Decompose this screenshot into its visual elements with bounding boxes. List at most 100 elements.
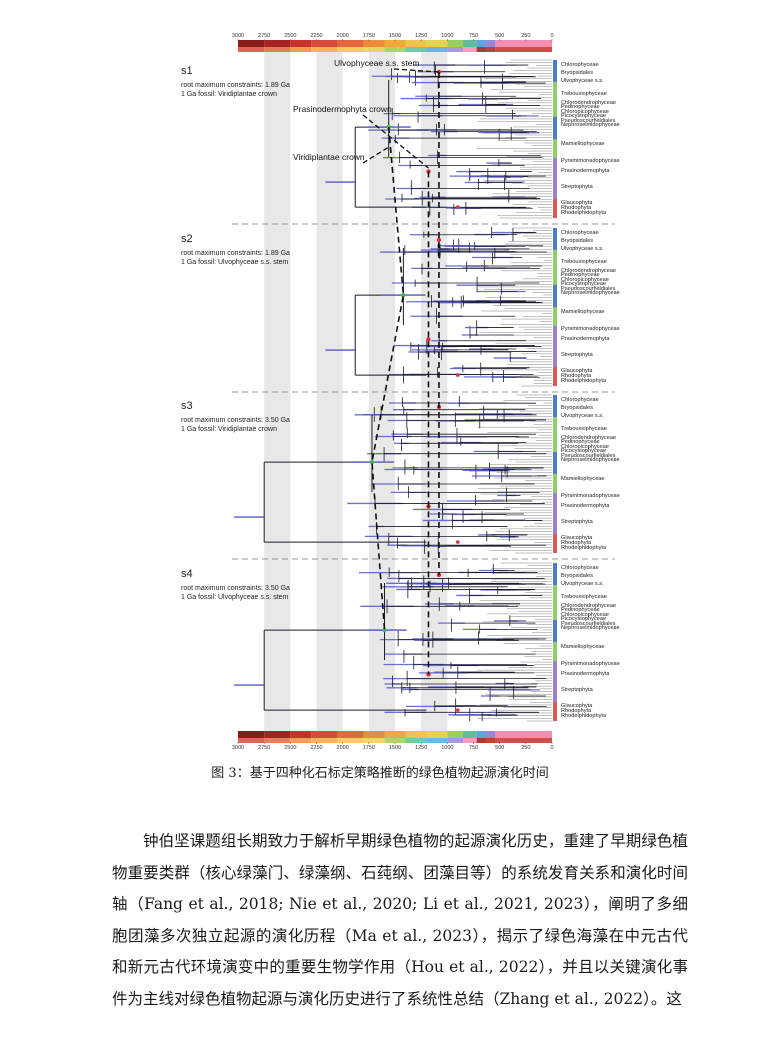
timescale-subsegment [363, 738, 385, 743]
clade-label: Chlorodendrophyceae [561, 435, 616, 441]
clade-label: Streptophyta [561, 184, 594, 190]
clade-label: Pyramimonadophyceae [561, 493, 620, 499]
timescale-subsegment [337, 47, 364, 52]
calibration-node [456, 373, 460, 377]
clade-label: Pedinophyceae [561, 607, 600, 613]
clade-label: Mamiellophyceae [561, 141, 605, 147]
timescale-subsegment [238, 47, 265, 52]
body-paragraph: 钟伯坚课题组长期致力于解析早期绿色植物的起源演化历史，重建了早期绿色植物重要类群… [112, 832, 688, 1008]
clade-label: Glaucophyta [561, 703, 593, 709]
time-tick-label: 2750 [258, 745, 270, 751]
time-band [368, 46, 395, 732]
clade-color-bar [553, 82, 557, 92]
timescale-segment [264, 40, 291, 47]
timescale-subsegment [384, 738, 406, 743]
clade-color-bar [553, 284, 557, 307]
timescale-subsegment [485, 47, 496, 52]
clade-label: Streptophyta [561, 352, 594, 358]
annotation-label: Prasinodermophyta crown [293, 104, 392, 114]
timescale-segment [485, 40, 496, 47]
clade-label: Chloropicophyceae [561, 109, 609, 115]
clade-label: Pyramimonadophyceae [561, 158, 620, 164]
clade-color-bar [553, 139, 557, 158]
timescale-subsegment [476, 738, 486, 743]
clade-label: Glaucophyta [561, 200, 593, 206]
timescale-subsegment [426, 738, 448, 743]
clade-color-bar [553, 116, 557, 139]
clade-label: Trebouxiophyceae [561, 594, 607, 600]
clade-label: Nephroselmidophyceae [561, 290, 620, 296]
timescale-subsegment [337, 738, 364, 743]
clade-label: Rhodelphidophyta [561, 713, 607, 719]
time-tick-label: 1250 [415, 745, 427, 751]
annotation-label: Viridiplantae crown [293, 152, 365, 162]
clade-color-bar [553, 259, 557, 285]
timescale-subsegment [495, 47, 552, 52]
time-tick-label: 500 [495, 745, 504, 751]
clade-label: Prasinodermophyta [561, 168, 610, 174]
clade-label: Prasinodermophyta [561, 503, 610, 509]
clade-label: Chlorophyceae [561, 230, 599, 236]
clade-label: Rhodophyta [561, 373, 592, 379]
calibration-node [456, 205, 460, 209]
clade-color-bar [553, 660, 557, 703]
timescale-segment [238, 731, 265, 738]
clade-label: Glaucophyta [561, 535, 593, 541]
timescale-segment [447, 731, 464, 738]
time-tick-label: 2000 [337, 33, 349, 39]
clade-label: Chlorophyceae [561, 62, 599, 68]
time-tick-label: 2000 [337, 745, 349, 751]
panel-id: s2 [181, 233, 193, 245]
clade-color-bar [553, 451, 557, 474]
timescale-subsegment [363, 47, 385, 52]
timescale-segment [405, 731, 427, 738]
clade-label: Pyramimonadophyceae [561, 326, 620, 332]
panel-id: s3 [181, 400, 193, 412]
panel-fossil: 1 Ga fossil: Viridiplantae crown [181, 91, 277, 98]
clade-label: Pedinophyceae [561, 439, 600, 445]
clade-label: Trebouxiophyceae [561, 91, 607, 97]
viridiplantae-crown-node [401, 292, 406, 298]
ulvophyceae-stem-node [436, 237, 442, 243]
time-tick-label: 0 [550, 745, 553, 751]
annotation-pointer [362, 114, 429, 169]
clade-label: Pyramimonadophyceae [561, 661, 620, 667]
panel-fossil: 1 Ga fossil: Ulvophyceae s.s. stem [181, 259, 289, 266]
time-tick-label: 2500 [284, 745, 296, 751]
clade-color-bar [553, 60, 557, 83]
timescale-subsegment [384, 47, 406, 52]
time-band [264, 46, 291, 732]
time-tick-label: 250 [521, 745, 530, 751]
panel-constraint: root maximum constraints: 1.89 Ga [181, 82, 290, 89]
clade-label: Pedinophyceae [561, 272, 600, 278]
time-tick-label: 2500 [284, 33, 296, 39]
timescale-segment [476, 40, 486, 47]
timescale-subsegment [405, 738, 427, 743]
clade-label: Chloropicophyceae [561, 277, 609, 283]
time-tick-label: 1250 [415, 33, 427, 39]
time-tick-label: 3000 [232, 33, 244, 39]
figure-caption: 图 3：基于四种化石标定策略推断的绿色植物起源演化时间 [211, 766, 549, 781]
clade-label: Picocystophyceae [561, 448, 606, 454]
timescale-subsegment [495, 738, 552, 743]
timescale-segment [337, 731, 364, 738]
timescale-subsegment [290, 738, 312, 743]
time-band [316, 46, 343, 732]
timescale-segment [363, 40, 385, 47]
timescale-segment [495, 731, 552, 738]
clade-label: Rhodophyta [561, 205, 592, 211]
clade-color-bar [553, 307, 557, 326]
clade-color-bar [553, 702, 557, 721]
clade-label: Rhodelphidophyta [561, 545, 607, 551]
clade-label: Bryopsidales [561, 573, 593, 579]
viridiplantae-crown-node [369, 459, 375, 465]
timescale-segment [447, 40, 464, 47]
clade-label: Chloropicophyceae [561, 444, 609, 450]
time-tick-label: 1000 [441, 745, 453, 751]
clade-label: Picocystophyceae [561, 281, 606, 287]
clade-label: Mamiellophyceae [561, 644, 605, 650]
